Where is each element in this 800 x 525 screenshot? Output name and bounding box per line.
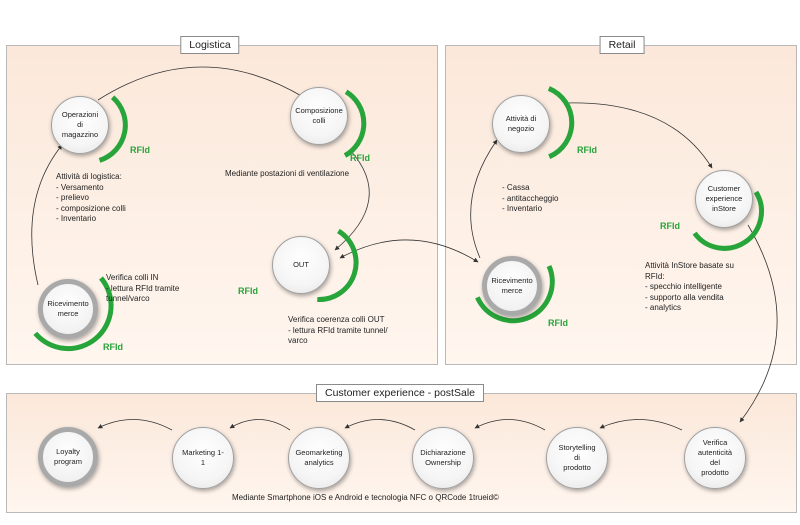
postsale-title: Customer experience - postSale xyxy=(316,384,484,402)
note-line: tunnel/varco xyxy=(106,294,150,303)
note-verifica-colli-out: Verifica coerenza colli OUT - lettura RF… xyxy=(288,315,388,347)
node-line: prodotto xyxy=(563,463,591,472)
node-line: negozio xyxy=(507,124,535,133)
note-line: Attività di logistica: xyxy=(56,172,122,181)
node-line: merce xyxy=(57,309,79,318)
node-line: colli xyxy=(312,116,326,125)
arrow-ricevimento-attivita xyxy=(470,139,498,259)
rfid-label-customer: RFId xyxy=(660,221,680,231)
rfid-arc-ricevimento-log xyxy=(33,276,114,352)
arrow-operazioni-composizione xyxy=(97,66,306,101)
note-line: - lettura RFId tramite xyxy=(106,283,180,293)
rfid-arc-out xyxy=(317,228,359,303)
note-line: - antitaccheggio xyxy=(502,193,559,203)
rfid-label-attivita: RFId xyxy=(577,145,597,155)
node-line: Ricevimento xyxy=(47,299,89,308)
note-line: - analytics xyxy=(645,303,682,312)
arrow-customer-verifica xyxy=(739,224,778,423)
arrow-out-ricevimento xyxy=(339,239,479,263)
note-line: Mediante postazioni di ventilazione xyxy=(225,169,350,178)
arrow-marketing-loyalty xyxy=(97,419,173,431)
note-line: - specchio intelligente xyxy=(645,282,722,291)
node-line: OUT xyxy=(293,260,309,269)
node-line: experience xyxy=(705,194,743,203)
note-line: Verifica colli IN xyxy=(106,273,159,282)
note-line: - Inventario xyxy=(502,204,543,213)
node-line: magazzino xyxy=(61,130,99,139)
node-line: Dichiarazione xyxy=(420,448,466,457)
rfid-arc-attivita xyxy=(547,86,575,160)
note-line: Verifica coerenza colli OUT xyxy=(288,315,385,324)
node-line: Ricevimento xyxy=(491,276,533,285)
node-line: Marketing 1-1 xyxy=(182,448,224,467)
node-line: program xyxy=(54,457,82,466)
arrow-geomarketing-marketing xyxy=(229,419,291,431)
note-line: Attività InStore basate su xyxy=(645,261,734,270)
node-marketing-1-1: Marketing 1-1 xyxy=(172,427,234,489)
node-line: autenticità del xyxy=(697,448,733,467)
note-line: RFId: xyxy=(645,271,665,281)
note-line: - Versamento xyxy=(56,182,104,192)
node-line: Operazioni di xyxy=(61,110,99,129)
rfid-arc-customer xyxy=(692,190,764,251)
note-attivita-negozio: - Cassa - antitaccheggio - Inventario xyxy=(502,183,558,215)
note-line: - prelievo xyxy=(56,193,89,202)
node-line: Ownership xyxy=(425,458,461,467)
node-line: merce xyxy=(501,286,523,295)
node-line: Loyalty xyxy=(56,447,80,456)
arrow-storytelling-dichiarazione xyxy=(474,419,546,431)
note-attivita-logistica: Attività di logistica: - Versamento - pr… xyxy=(56,172,126,225)
node-line: Storytelling di xyxy=(558,443,596,462)
node-line: prodotto xyxy=(701,468,729,477)
node-line: analytics xyxy=(304,458,334,467)
node-line: inStore xyxy=(712,204,736,213)
postsale-panel xyxy=(6,393,797,513)
arrow-attivita-customer xyxy=(564,102,713,169)
note-line: - lettura RFId tramite tunnel/ xyxy=(288,325,388,335)
node-line: Customer xyxy=(707,184,741,193)
note-verifica-colli-in: Verifica colli IN - lettura RFId tramite… xyxy=(106,273,179,305)
rfid-label-ricevimento-log: RFId xyxy=(103,342,123,352)
retail-title: Retail xyxy=(599,36,645,54)
rfid-label-out: RFId xyxy=(238,286,258,296)
node-line: Geomarketing xyxy=(295,448,343,457)
node-line: Attività di xyxy=(505,114,537,123)
rfid-arc-composizione xyxy=(343,89,367,158)
arrow-ricevimento-operazioni xyxy=(31,144,63,286)
rfid-arc-ricevimento-retail xyxy=(475,264,555,324)
node-line: Verifica xyxy=(702,438,728,447)
arrow-dichiarazione-geomarketing xyxy=(344,419,416,431)
logistica-title: Logistica xyxy=(180,36,240,54)
note-line: - Inventario xyxy=(56,214,97,223)
rfid-label-operazioni: RFId xyxy=(130,145,150,155)
note-attivita-instore: Attività InStore basate su RFId: - specc… xyxy=(645,261,734,314)
note-line: - Cassa xyxy=(502,183,530,192)
postsale-footer-text: Mediante Smartphone iOS e Android e tecn… xyxy=(232,493,499,502)
note-line: varco xyxy=(288,336,308,345)
rfid-label-ricevimento-retail: RFId xyxy=(548,318,568,328)
node-line: Composizione xyxy=(295,106,343,115)
note-line: - composizione colli xyxy=(56,203,126,213)
node-out: OUT xyxy=(272,236,330,294)
note-ventilazione: Mediante postazioni di ventilazione xyxy=(225,169,349,180)
note-line: - supporto alla vendita xyxy=(645,292,724,302)
arrow-verifica-storytelling xyxy=(599,419,683,431)
rfid-label-composizione: RFId xyxy=(350,153,370,163)
rfid-arc-operazioni xyxy=(98,95,128,163)
